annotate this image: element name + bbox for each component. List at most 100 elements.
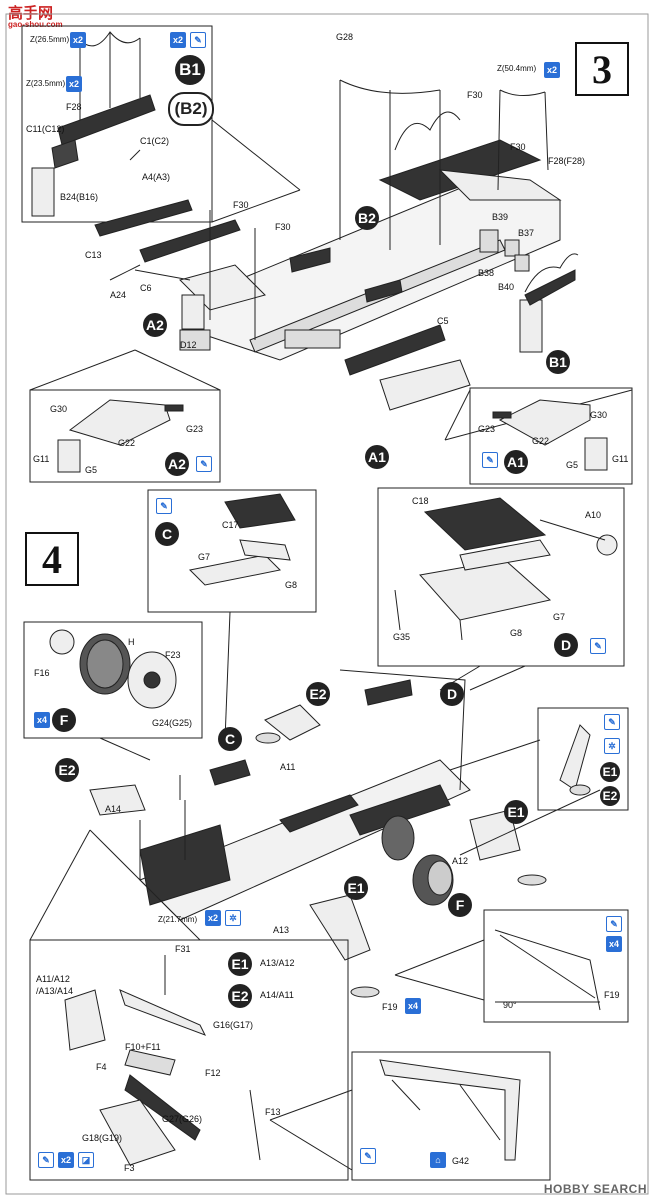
label-g30a: G30 — [50, 404, 68, 414]
label-g5a: G5 — [85, 465, 98, 475]
label-f28f28: F28(F28) — [548, 156, 586, 166]
label-angle: 90° — [503, 1000, 517, 1010]
site-logo-url: gao-shou.com — [8, 20, 63, 29]
label-f23: F23 — [165, 650, 181, 660]
label-z235: Z(23.5mm) — [26, 79, 66, 88]
badge-e2-left: E2 — [55, 758, 79, 782]
label-a12: A12 — [452, 856, 469, 866]
badge-a2: A2 — [143, 313, 167, 337]
label-f30a: F30 — [233, 200, 249, 210]
label-f12: F12 — [205, 1068, 221, 1078]
label-z504: Z(50.4mm) — [497, 64, 537, 73]
label-c13: C13 — [85, 250, 102, 260]
label-a13: A13 — [273, 925, 290, 935]
x4-icon: x4 — [34, 712, 50, 728]
badge-b1: B1 — [175, 55, 205, 85]
label-a13-set: /A13/A14 — [36, 986, 74, 996]
label-g23a: G23 — [186, 424, 204, 434]
badge-e1-inset: E1 — [600, 762, 620, 782]
label-f30b: F30 — [275, 222, 291, 232]
label-f4: F4 — [96, 1062, 107, 1072]
glue-icon: ✎ — [190, 32, 206, 48]
label-g5b: G5 — [566, 460, 579, 470]
x4-icon: x4 — [606, 936, 622, 952]
label-g23b: G23 — [478, 424, 496, 434]
label-c6: C6 — [140, 283, 152, 293]
drill-icon: ✲ — [225, 910, 241, 926]
label-b24: B24(B16) — [60, 192, 99, 202]
label-c5: C5 — [437, 316, 449, 326]
badge-e1-mid: E1 — [344, 876, 368, 900]
glue-icon: ✎ — [156, 498, 172, 514]
watermark: HOBBY SEARCH — [543, 1182, 647, 1196]
label-a4: A4(A3) — [142, 172, 171, 182]
label-b39: B39 — [492, 212, 509, 222]
label-e2-legend: A14/A11 — [260, 990, 294, 1000]
label-h: H — [128, 637, 135, 647]
label-b37: B37 — [518, 228, 535, 238]
label-a11: A11 — [280, 762, 296, 772]
label-a24: A24 — [110, 290, 127, 300]
x2-icon: x2 — [58, 1152, 74, 1168]
label-a10: A10 — [585, 510, 602, 520]
step-number-4: 4 — [25, 532, 79, 586]
badge-e2-inset: E2 — [600, 786, 620, 806]
label-g24: G24(G25) — [152, 718, 193, 728]
x4-icon: x4 — [405, 998, 421, 1014]
mark-icon: ⌂ — [430, 1152, 446, 1168]
badge-a2-inset: A2 — [165, 452, 189, 476]
label-f3: F3 — [124, 1163, 135, 1173]
glue-icon: ✎ — [604, 714, 620, 730]
badge-e1-legend: E1 — [228, 952, 252, 976]
label-c1: C1(C2) — [140, 136, 170, 146]
badge-b2-paren: (B2) — [168, 92, 214, 126]
label-g35: G35 — [393, 632, 411, 642]
label-f28: F28 — [66, 102, 82, 112]
x2-icon: x2 — [66, 76, 82, 92]
badge-e2-legend: E2 — [228, 984, 252, 1008]
label-g11b: G11 — [612, 454, 629, 464]
label-c17: C17 — [222, 520, 239, 530]
label-f19-inset: F19 — [604, 990, 620, 1000]
badge-e2-top: E2 — [306, 682, 330, 706]
glue-icon: ✎ — [360, 1148, 376, 1164]
label-d12: D12 — [180, 340, 197, 350]
badge-c-inset: C — [155, 522, 179, 546]
label-b40: B40 — [498, 282, 515, 292]
label-g11a: G11 — [33, 454, 50, 464]
label-f30d: F30 — [510, 142, 526, 152]
label-g22a: G22 — [118, 438, 136, 448]
x2-icon: x2 — [205, 910, 221, 926]
glue-icon: ✎ — [606, 916, 622, 932]
step-number-3: 3 — [575, 42, 629, 96]
label-f19: F19 — [382, 1002, 398, 1012]
badge-e1-right: E1 — [504, 800, 528, 824]
label-f31: F31 — [175, 944, 191, 954]
label-g7b: G7 — [553, 612, 566, 622]
label-a11-set: A11/A12 — [36, 974, 70, 984]
label-g27: G27(G26) — [162, 1114, 203, 1124]
badge-a1-inset: A1 — [504, 450, 528, 474]
step4-chassis — [89, 669, 601, 998]
x2-icon: x2 — [544, 62, 560, 78]
x2-icon: x2 — [70, 32, 86, 48]
label-f30c: F30 — [467, 90, 483, 100]
label-g30b: G30 — [590, 410, 608, 420]
badge-b2: B2 — [355, 206, 379, 230]
label-g18: G18(G19) — [82, 1133, 123, 1143]
x2-icon: x2 — [170, 32, 186, 48]
label-e1-legend: A13/A12 — [260, 958, 295, 968]
label-g7: G7 — [198, 552, 211, 562]
label-c18: C18 — [412, 496, 429, 506]
badge-b1-right: B1 — [546, 350, 570, 374]
label-b38: B38 — [478, 268, 495, 278]
glue-icon: ✎ — [38, 1152, 54, 1168]
badge-a1: A1 — [365, 445, 389, 469]
label-c11: C11(C12) — [26, 124, 65, 134]
label-z265: Z(26.5mm) — [30, 35, 70, 44]
label-z217: Z(21.7mm) — [158, 915, 198, 924]
label-g42: G42 — [452, 1156, 470, 1166]
badge-f-main: F — [448, 893, 472, 917]
label-g8: G8 — [285, 580, 298, 590]
